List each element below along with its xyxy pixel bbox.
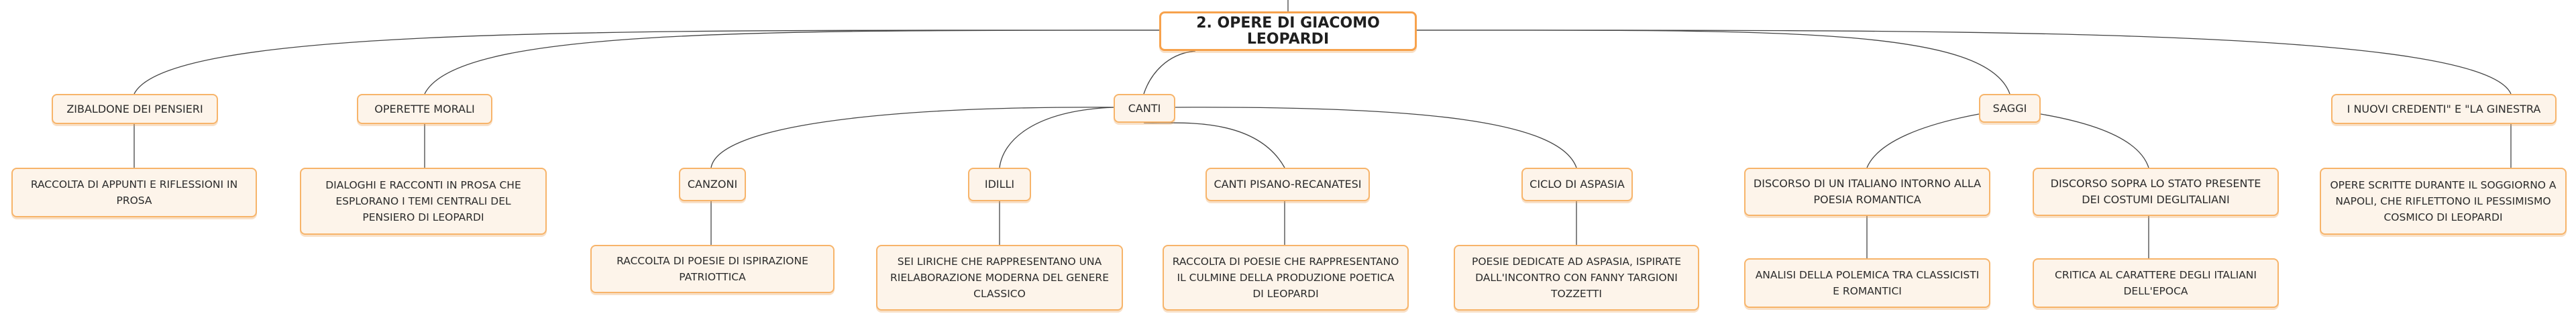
detail-discorso-poesia[interactable]: ANALISI DELLA POLEMICA TRA CLASSICISTI E… [1744,258,1990,308]
detail-canzoni[interactable]: RACCOLTA DI POESIE DI ISPIRAZIONE PATRIO… [590,245,835,293]
node-discorso-costumi[interactable]: DISCORSO SOPRA LO STATO PRESENTE DEI COS… [2033,168,2279,216]
root-node[interactable]: 2. OPERE DI GIACOMO LEOPARDI [1159,11,1417,51]
connector-root-operette [424,30,1160,95]
node-pisano-recanatesi[interactable]: CANTI PISANO-RECANATESI [1205,168,1370,201]
detail-operette[interactable]: DIALOGHI E RACCONTI IN PROSA CHE ESPLORA… [300,168,547,235]
connector-root-nuovi [1416,30,2512,95]
node-canti[interactable]: CANTI [1114,94,1175,123]
detail-zibaldone[interactable]: RACCOLTA DI APPUNTI E RIFLESSIONI IN PRO… [11,168,257,217]
detail-pisano-recanatesi[interactable]: RACCOLTA DI POESIE CHE RAPPRESENTANO IL … [1163,245,1409,311]
detail-idilli[interactable]: SEI LIRICHE CHE RAPPRESENTANO UNA RIELAB… [876,245,1123,311]
detail-discorso-costumi[interactable]: CRITICA AL CARATTERE DEGLI ITALIANI DELL… [2033,258,2279,308]
node-nuovi-credenti[interactable]: I NUOVI CREDENTI" E "LA GINESTRA [2331,94,2557,124]
connector-canti-idilli [999,107,1114,168]
node-canzoni[interactable]: CANZONI [679,168,746,201]
connector-saggi-poesia [1866,113,1980,168]
detail-nuovi-credenti[interactable]: OPERE SCRITTE DURANTE IL SOGGIORNO A NAP… [2320,168,2567,235]
node-idilli[interactable]: IDILLI [968,168,1031,201]
node-operette[interactable]: OPERETTE MORALI [357,94,492,124]
node-zibaldone[interactable]: ZIBALDONE DEI PENSIERI [52,94,218,124]
connector-canti-canzoni [710,107,1114,168]
connector-canti-aspasia [1175,107,1577,168]
detail-ciclo-aspasia[interactable]: POESIE DEDICATE AD ASPASIA, ISPIRATE DAL… [1454,245,1699,311]
node-discorso-poesia[interactable]: DISCORSO DI UN ITALIANO INTORNO ALLA POE… [1744,168,1990,216]
connector-saggi-costumi [2040,113,2149,168]
connector-root-canti [1143,50,1196,95]
node-saggi[interactable]: SAGGI [1979,94,2041,123]
node-ciclo-aspasia[interactable]: CICLO DI ASPASIA [1521,168,1633,201]
connector-canti-pisano [1143,122,1285,168]
connector-root-zibaldone [133,30,1160,95]
connector-root-saggi [1416,30,2010,95]
